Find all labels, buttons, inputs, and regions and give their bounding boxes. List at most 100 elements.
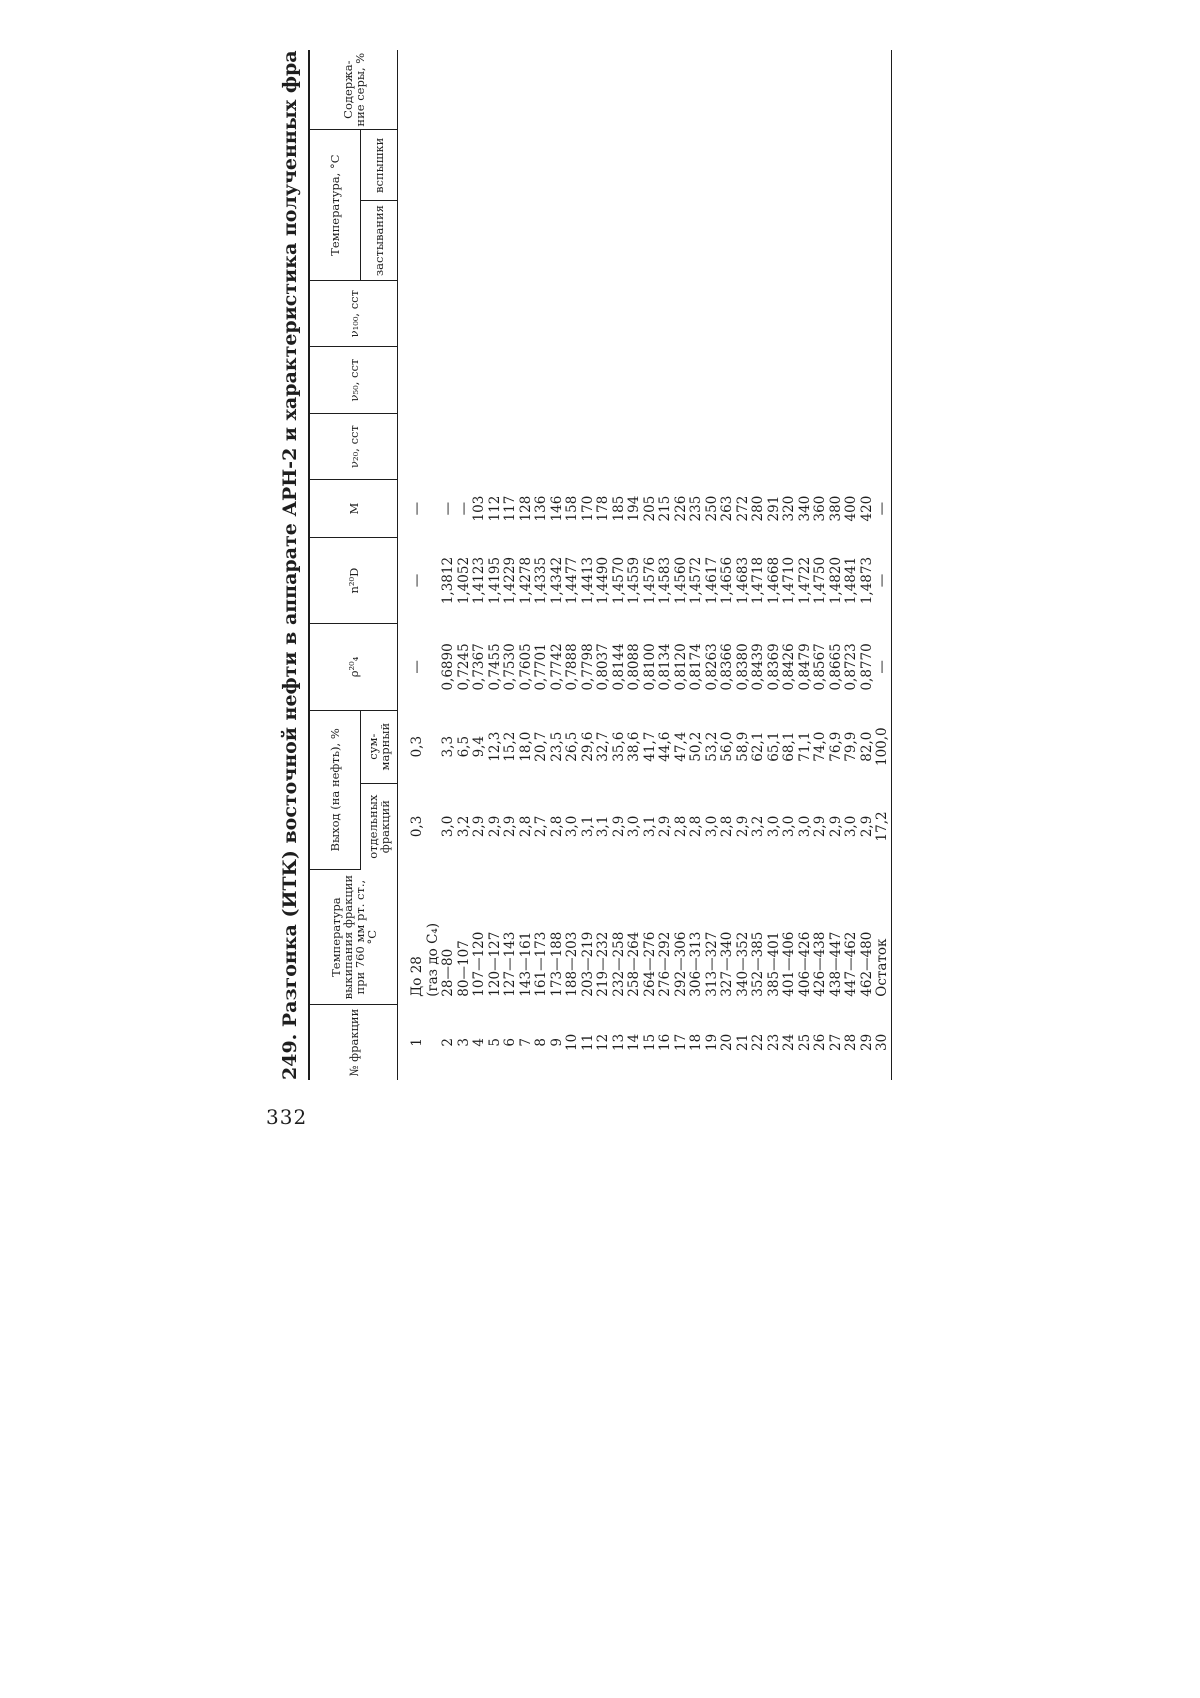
cell-boiling-temp: 340—352 <box>734 931 751 997</box>
cell-fraction-no: 4 <box>471 1038 487 1047</box>
cell-unread <box>612 280 628 346</box>
cell-fraction-no: 21 <box>734 1033 751 1051</box>
cell-unread <box>410 201 426 281</box>
cell-unread <box>627 280 643 346</box>
cell-fraction-no: 27 <box>827 1033 844 1051</box>
cell-unread <box>829 280 845 346</box>
cell-unread <box>581 130 597 201</box>
cell-yield-cumulative: 20,7 <box>533 731 549 762</box>
cell-yield-cumulative: 3,3 <box>440 735 456 758</box>
cell-unread <box>751 201 767 281</box>
cell-unread <box>813 130 829 201</box>
cell-density: 0,8037 <box>595 643 611 691</box>
cell-unread <box>503 280 519 346</box>
cell-unread <box>426 130 442 201</box>
cell-unread <box>844 50 860 130</box>
cell-refractive-index: 1,4490 <box>595 556 611 605</box>
cell-fraction-no <box>426 1005 442 1080</box>
cell-unread <box>565 347 581 413</box>
cell-refractive-index: — <box>409 573 425 588</box>
cell-fraction-no: 19 <box>703 1033 720 1051</box>
cell-unread <box>488 130 504 201</box>
cell-unread <box>534 50 550 130</box>
cell-fraction-no: 25 <box>796 1033 813 1051</box>
cell-unread <box>798 347 814 413</box>
cell-unread <box>472 50 488 130</box>
header-pour-point: застывания <box>360 200 398 281</box>
cell-refractive-index: 1,4873 <box>858 556 875 605</box>
cell-molar-mass: — <box>409 501 425 516</box>
cell-unread <box>798 201 814 281</box>
table-row: (газ до C₄) <box>425 50 442 1080</box>
cell-density: 0,8380 <box>734 643 751 691</box>
cell-unread <box>844 280 860 346</box>
cell-unread <box>813 413 829 479</box>
cell-refractive-index: 1,4668 <box>765 556 782 605</box>
cell-unread <box>705 347 721 413</box>
cell-unread <box>457 201 473 281</box>
cell-boiling-temp: 276—292 <box>657 931 673 997</box>
cell-unread <box>875 280 891 346</box>
header-yield-cumulative: сум-марный <box>360 710 398 784</box>
cell-unread <box>720 130 736 201</box>
cell-fraction-no: 20 <box>719 1033 735 1051</box>
cell-refractive-index: 1,4477 <box>564 556 580 605</box>
cell-yield-cumulative: 26,5 <box>564 731 580 762</box>
cell-unread <box>767 201 783 281</box>
cell-unread <box>643 201 659 281</box>
cell-unread <box>767 130 783 201</box>
cell-density: 0,8174 <box>688 643 704 691</box>
cell-fraction-no: 24 <box>781 1033 797 1051</box>
cell-unread <box>457 347 473 413</box>
cell-molar-mass: 136 <box>533 495 549 522</box>
cell-yield-cumulative: 12,3 <box>486 731 503 762</box>
cell-unread <box>503 347 519 413</box>
cell-unread <box>782 413 798 479</box>
cell-yield-individual: 3,0 <box>765 815 782 838</box>
cell-unread <box>674 50 690 130</box>
fraction-table: № фракции Температура выкипания фракции … <box>308 50 892 1080</box>
cell-unread <box>534 347 550 413</box>
cell-yield-cumulative: 32,7 <box>595 731 611 762</box>
cell-unread <box>643 347 659 413</box>
cell-unread <box>581 201 597 281</box>
cell-boiling-temp: 120—127 <box>486 931 503 997</box>
cell-density: 0,7701 <box>533 643 549 691</box>
cell-molar-mass: 263 <box>719 495 735 522</box>
cell-fraction-no: 12 <box>595 1033 611 1051</box>
cell-molar-mass: 340 <box>796 495 813 522</box>
cell-fraction-no: 9 <box>548 1038 565 1047</box>
cell-boiling-temp: 232—258 <box>610 931 627 997</box>
cell-yield-individual: 3,0 <box>564 815 580 838</box>
cell-boiling-temp: 188—203 <box>564 931 580 997</box>
cell-refractive-index: 1,4278 <box>517 556 534 605</box>
cell-yield-individual: 0,3 <box>409 815 425 838</box>
cell-unread <box>457 130 473 201</box>
cell-unread <box>565 50 581 130</box>
cell-unread <box>472 130 488 201</box>
cell-unread <box>426 413 442 479</box>
cell-boiling-temp: 462—480 <box>858 931 875 997</box>
cell-fraction-no: 29 <box>858 1033 875 1051</box>
cell-yield-individual: 2,9 <box>812 815 828 838</box>
cell-density: 0,7888 <box>564 643 580 691</box>
cell-unread <box>550 413 566 479</box>
cell-yield-individual: 3,0 <box>703 815 720 838</box>
cell-refractive-index: 1,4559 <box>626 556 642 605</box>
cell-unread <box>550 130 566 201</box>
cell-yield-individual: 3,2 <box>455 815 472 838</box>
cell-unread <box>813 347 829 413</box>
cell-refractive-index: 1,4820 <box>827 556 844 605</box>
cell-unread <box>751 130 767 201</box>
cell-unread <box>519 201 535 281</box>
cell-unread <box>875 413 891 479</box>
cell-fraction-no: 15 <box>641 1033 658 1051</box>
